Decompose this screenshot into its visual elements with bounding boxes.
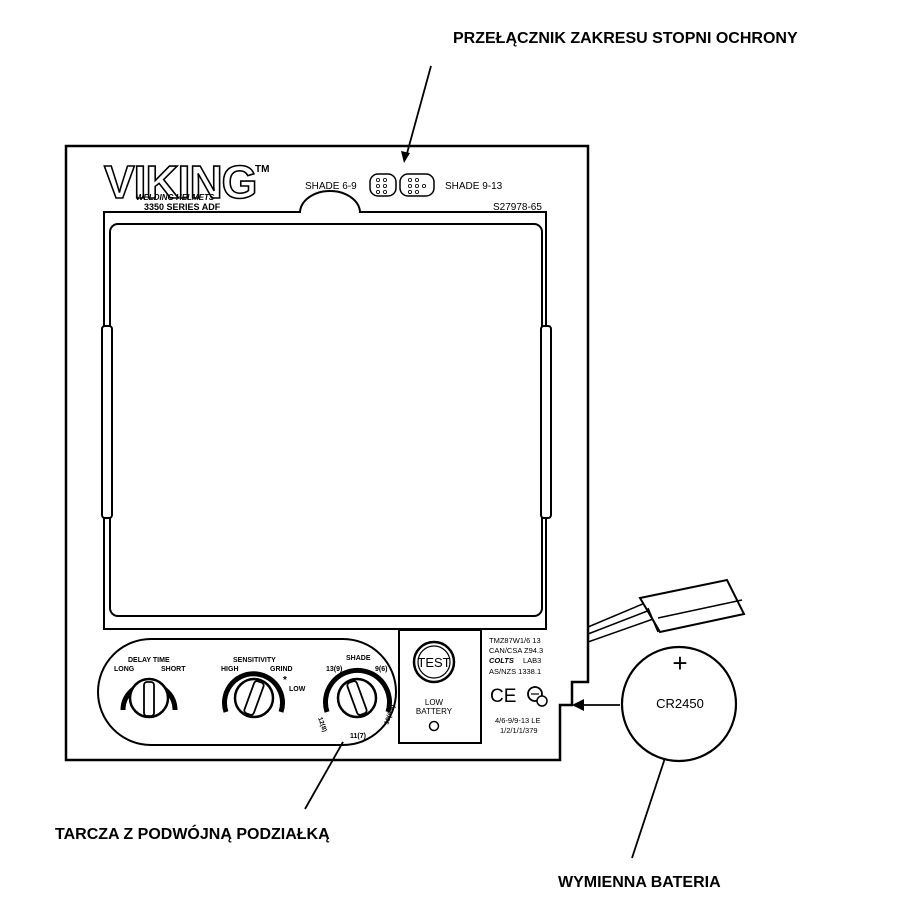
cr2450-battery bbox=[620, 645, 738, 763]
battery-insert-arrow-head bbox=[572, 699, 584, 711]
shade-left-label: 12(8) bbox=[316, 716, 328, 733]
brand-tagline: WELDING HELMETS bbox=[136, 193, 215, 202]
certification-seal-icon bbox=[527, 686, 548, 707]
sensitivity-dial[interactable] bbox=[222, 671, 285, 719]
cert-line-6: 1/2/1/1/379 bbox=[500, 726, 538, 735]
cert-line-5: 4/6-9/9-13 LE bbox=[495, 716, 540, 725]
shade-range-switch[interactable] bbox=[369, 173, 435, 197]
cert-line-3-rest: LAB3 bbox=[523, 656, 541, 665]
shade-switch-callout: PRZEŁĄCZNIK ZAKRESU STOPNI OCHRONY bbox=[453, 30, 798, 47]
sensitivity-star: * bbox=[283, 675, 287, 686]
brand-trademark: TM bbox=[255, 164, 269, 175]
top-notch bbox=[299, 190, 361, 214]
shade-dial[interactable] bbox=[323, 667, 392, 719]
cert-line-4: AS/NZS 1338.1 bbox=[489, 667, 541, 676]
delay-right-label: SHORT bbox=[161, 666, 186, 673]
battery-callout: WYMIENNA BATERIA bbox=[558, 874, 721, 891]
sensitivity-left-label: HIGH bbox=[221, 666, 239, 673]
shade-top-right-label: 9(6) bbox=[375, 666, 387, 673]
brand-logo: VIKING bbox=[104, 156, 256, 208]
viewing-lens bbox=[109, 223, 543, 617]
battery-cable bbox=[587, 602, 657, 643]
battery-model: CR2450 bbox=[656, 696, 704, 711]
left-side-tab bbox=[101, 325, 113, 519]
test-label: TEST bbox=[417, 655, 450, 670]
low-battery-label-2: BATTERY bbox=[416, 707, 453, 716]
shade-switch-leader bbox=[405, 65, 432, 158]
sensitivity-low-label: LOW bbox=[289, 686, 306, 693]
sensitivity-right-label: GRIND bbox=[270, 666, 293, 673]
cert-line-3-brand: COLTS bbox=[489, 656, 514, 665]
shade-switch-left-label: SHADE 6-9 bbox=[305, 181, 357, 192]
delay-left-label: LONG bbox=[114, 666, 135, 673]
right-side-tab bbox=[540, 325, 552, 519]
part-number: S27978-65 bbox=[493, 202, 542, 213]
battery-leader bbox=[631, 757, 666, 859]
shade-bottom-label: 11(7) bbox=[350, 733, 366, 740]
shade-switch-right-label: SHADE 9-13 bbox=[445, 181, 503, 192]
shade-title: SHADE bbox=[346, 655, 371, 662]
delay-title: DELAY TIME bbox=[128, 657, 170, 664]
low-battery-led bbox=[428, 720, 440, 732]
test-button[interactable] bbox=[412, 640, 456, 684]
shade-top-left-label: 13(9) bbox=[326, 666, 342, 673]
cert-line-2: CAN/CSA Z94.3 bbox=[489, 646, 543, 655]
delay-time-dial[interactable] bbox=[120, 677, 178, 719]
brand-series: 3350 SERIES ADF bbox=[144, 202, 221, 212]
battery-clip bbox=[638, 578, 746, 634]
battery-plus: + bbox=[672, 648, 687, 678]
dial-leader bbox=[304, 741, 344, 810]
shade-switch-leader-head bbox=[401, 151, 410, 163]
low-battery-label-1: LOW bbox=[425, 698, 444, 707]
dual-scale-dial-callout: TARCZA Z PODWÓJNĄ PODZIAŁKĄ bbox=[55, 826, 330, 843]
ce-mark: CE bbox=[490, 686, 516, 707]
cert-line-1: TMZ87W1/6 13 bbox=[489, 636, 541, 645]
sensitivity-title: SENSITIVITY bbox=[233, 657, 276, 664]
